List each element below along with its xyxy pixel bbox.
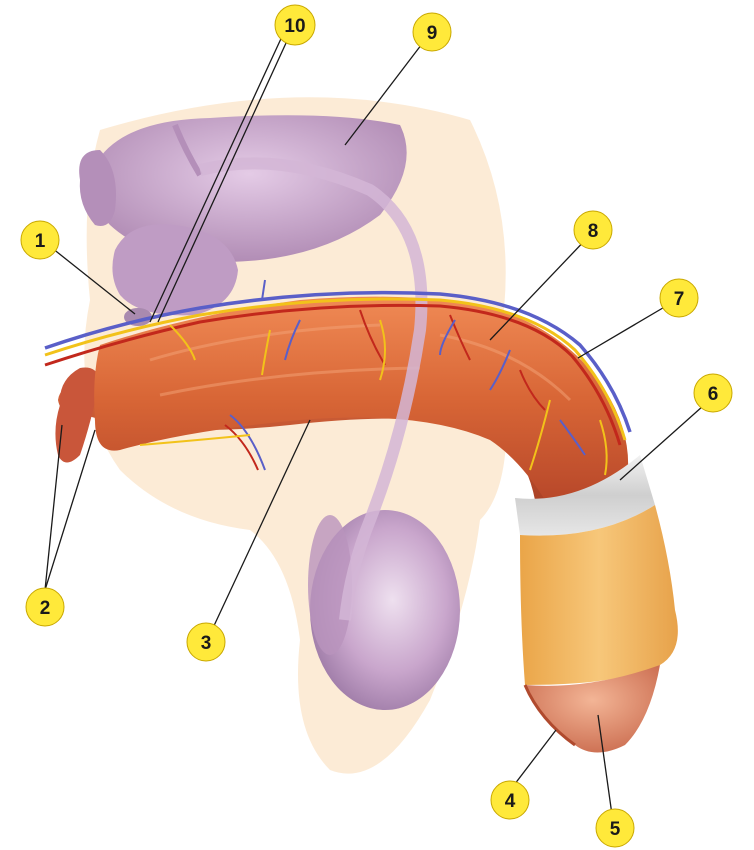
callout-3-number: 3 xyxy=(201,633,212,654)
callout-8: 8 xyxy=(573,210,613,250)
callout-4: 4 xyxy=(490,780,530,820)
leader-lines xyxy=(44,29,713,823)
callout-3: 3 xyxy=(186,622,226,662)
corpora-cavernosa xyxy=(94,296,629,500)
callout-5: 5 xyxy=(595,808,635,848)
dorsal-vein xyxy=(44,290,632,433)
callout-9-number: 9 xyxy=(427,23,438,44)
vessel-branches xyxy=(139,279,608,476)
tissue-texture xyxy=(149,323,572,402)
callout-10: 10 xyxy=(274,4,316,46)
callout-6-number: 6 xyxy=(708,384,719,405)
fascia-band xyxy=(515,455,655,536)
callout-9: 9 xyxy=(412,12,452,52)
vas-deferens xyxy=(198,157,428,621)
callout-1: 1 xyxy=(20,220,60,260)
epididymis xyxy=(308,515,352,655)
dorsal-nerve xyxy=(44,297,627,441)
crus-of-penis xyxy=(55,367,100,463)
callout-8-number: 8 xyxy=(588,221,599,242)
callout-1-number: 1 xyxy=(35,231,46,252)
ureter xyxy=(172,123,203,177)
seminal-vesicle xyxy=(79,150,116,226)
callout-7: 7 xyxy=(659,278,699,318)
callout-2-number: 2 xyxy=(40,598,51,619)
callout-2: 2 xyxy=(25,587,65,627)
dorsal-artery xyxy=(44,303,622,446)
callout-5-number: 5 xyxy=(610,819,621,840)
callout-4-number: 4 xyxy=(505,791,516,812)
callout-6: 6 xyxy=(693,373,733,413)
callout-10-number: 10 xyxy=(284,16,305,37)
foreskin xyxy=(520,505,678,685)
prepuce-edge xyxy=(523,684,576,747)
callout-7-number: 7 xyxy=(674,289,685,310)
prostate xyxy=(112,224,238,316)
